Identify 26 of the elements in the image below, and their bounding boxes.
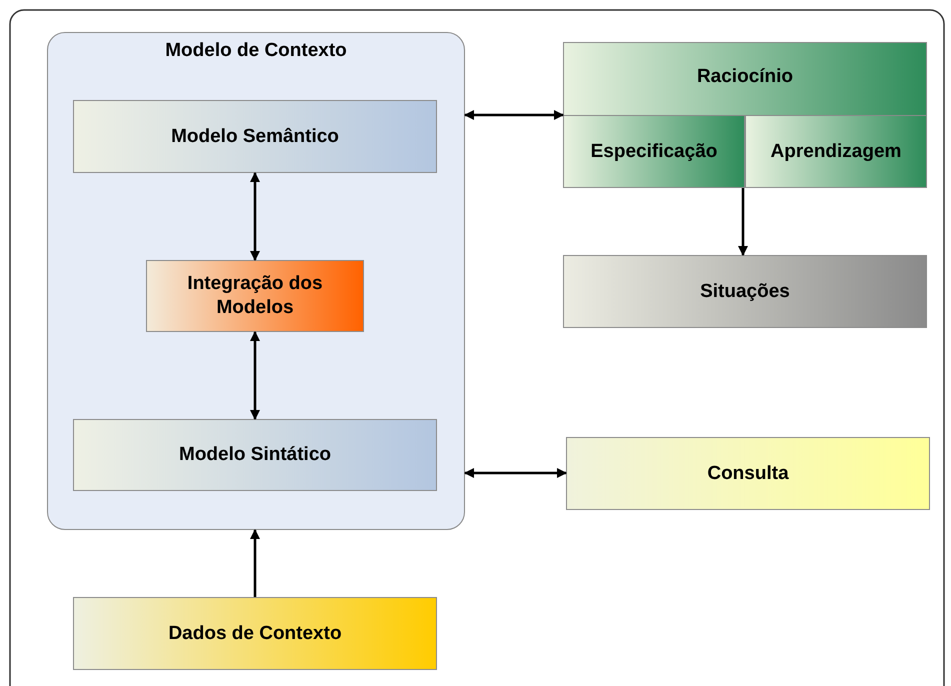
box-label: Modelo Sintático: [178, 443, 332, 467]
container-box: [47, 32, 465, 530]
process-box: [146, 260, 364, 332]
arrow: [250, 331, 260, 420]
box-label: Consulta: [706, 462, 790, 486]
arrow: [250, 172, 260, 261]
process-box: [73, 100, 437, 173]
box-label: Especificação: [590, 140, 718, 164]
process-box: [563, 115, 745, 188]
header-box: [563, 42, 927, 188]
box-label: Aprendizagem: [770, 140, 902, 164]
heading: Modelo de Contexto: [164, 39, 348, 63]
arrow: [464, 468, 567, 478]
box-label: Situações: [699, 280, 791, 304]
box-label: Integração dos Modelos: [186, 272, 324, 320]
arrow: [250, 529, 260, 597]
process-box: [73, 419, 437, 491]
process-box: [563, 255, 927, 328]
box-label: Modelo Semântico: [170, 124, 340, 148]
process-box: [566, 437, 930, 510]
heading: Raciocínio: [696, 65, 794, 89]
arrow: [738, 188, 748, 256]
process-box: [745, 115, 927, 188]
box-label: Dados de Contexto: [167, 622, 343, 646]
arrow: [464, 110, 564, 120]
process-box: [73, 597, 437, 670]
